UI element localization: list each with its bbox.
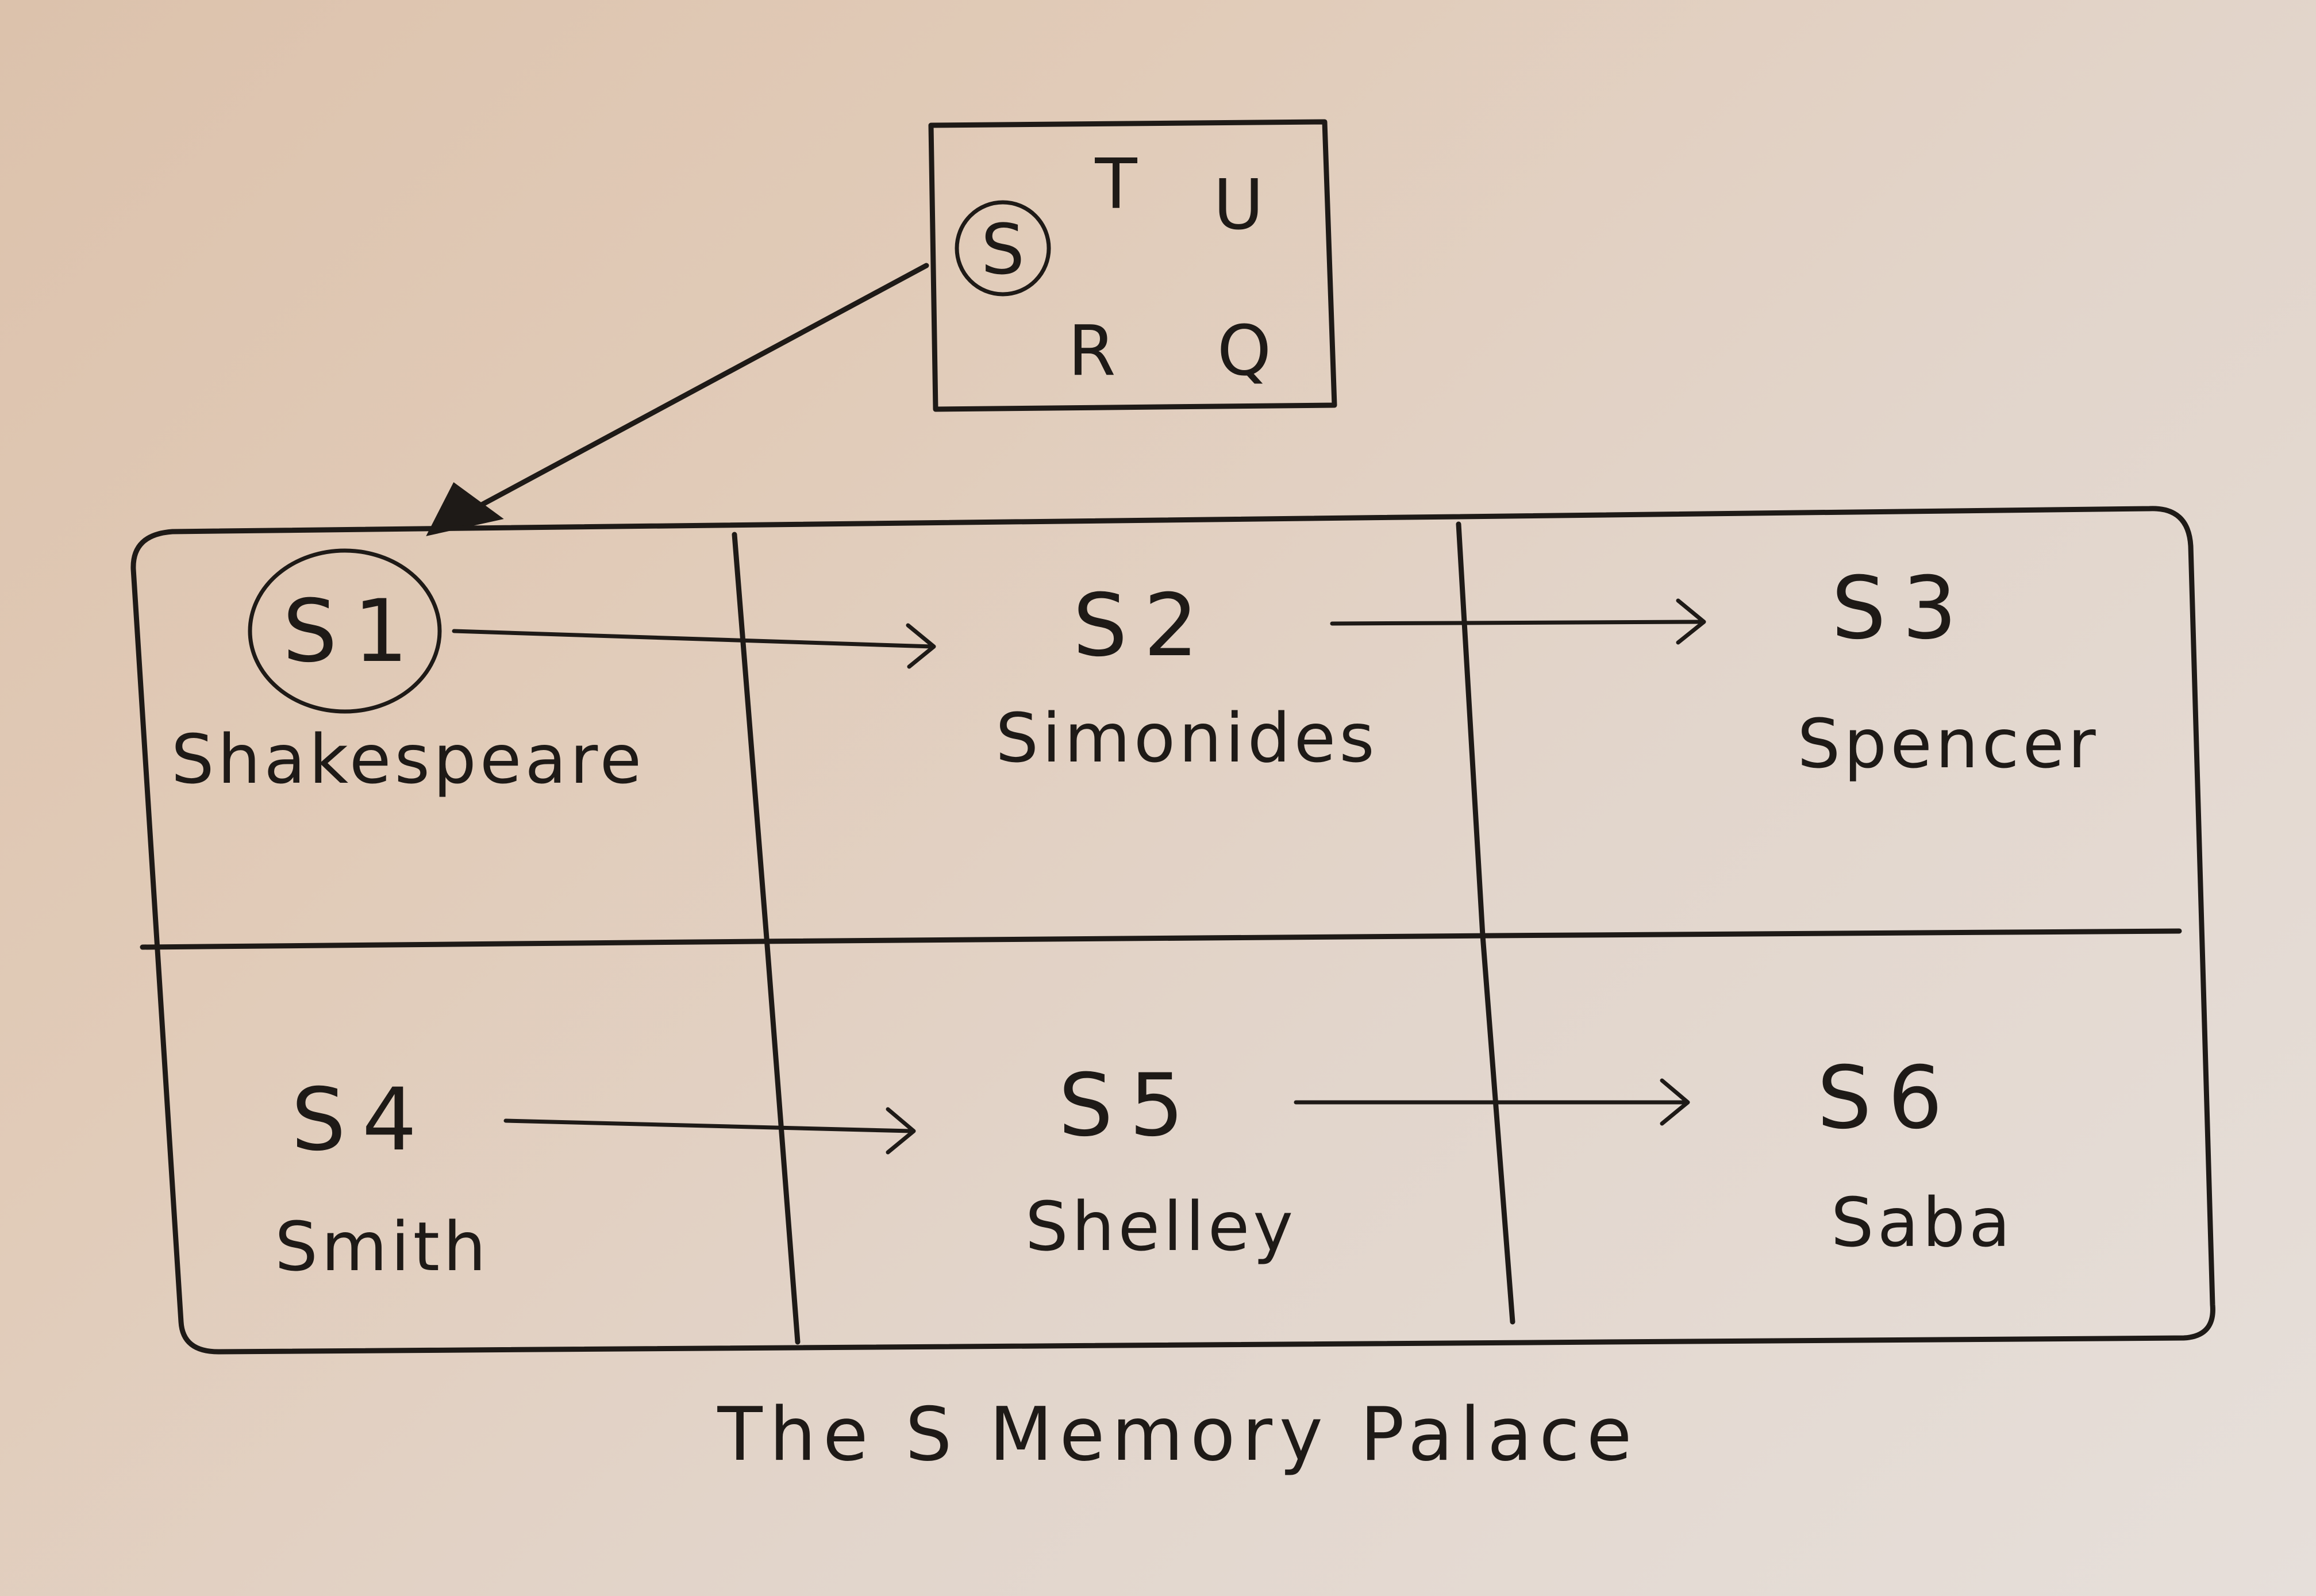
key-letter-s: S: [981, 210, 1025, 290]
room-s3: S3 Spencer: [1797, 559, 2099, 783]
room-s1-circle: [248, 548, 442, 714]
palace-caption: The S Memory Palace: [717, 1392, 1639, 1478]
palace-divider-right: [1456, 521, 1515, 1325]
room-s5: S5 Shelley: [1025, 1056, 1297, 1266]
room-code: S3: [1832, 559, 1973, 659]
letter-key-box: S T U R Q: [928, 119, 1337, 412]
room-name: Shelley: [1025, 1187, 1297, 1266]
room-code: S1: [283, 582, 425, 682]
sequence-arrow-s1-s2: [452, 623, 936, 669]
sequence-arrow-s5-s6: [1294, 1078, 1690, 1126]
room-code: S5: [1059, 1056, 1201, 1156]
key-letter-s-circle: [955, 200, 1051, 297]
key-letter-t: T: [1094, 145, 1137, 225]
key-to-palace-arrow: [426, 263, 929, 536]
sequence-arrow-s4-s5: [503, 1107, 916, 1155]
room-name: Spencer: [1797, 704, 2099, 783]
room-code: S6: [1817, 1048, 1959, 1148]
palace-outer-border: [130, 506, 2215, 1355]
room-s1: S1 Shakespeare: [171, 548, 645, 799]
key-letter-u: U: [1213, 166, 1264, 245]
room-s4: S4 Smith: [275, 1070, 490, 1286]
palace-divider-left: [732, 532, 801, 1345]
room-name: Smith: [275, 1207, 490, 1286]
key-letter-r: R: [1068, 311, 1115, 391]
room-name: Saba: [1831, 1183, 2014, 1262]
room-name: Simonides: [995, 698, 1378, 778]
room-name: Shakespeare: [171, 720, 645, 799]
sequence-arrow-s2-s3: [1330, 598, 1706, 645]
key-box-border: [928, 119, 1337, 412]
room-s2: S2 Simonides: [995, 576, 1378, 778]
key-letter-q: Q: [1217, 311, 1271, 391]
room-code: S2: [1073, 576, 1215, 676]
palace-grid: [130, 506, 2215, 1355]
palace-divider-horizontal: [140, 928, 2182, 950]
room-code: S4: [291, 1070, 433, 1170]
room-s6: S6 Saba: [1817, 1048, 2014, 1262]
